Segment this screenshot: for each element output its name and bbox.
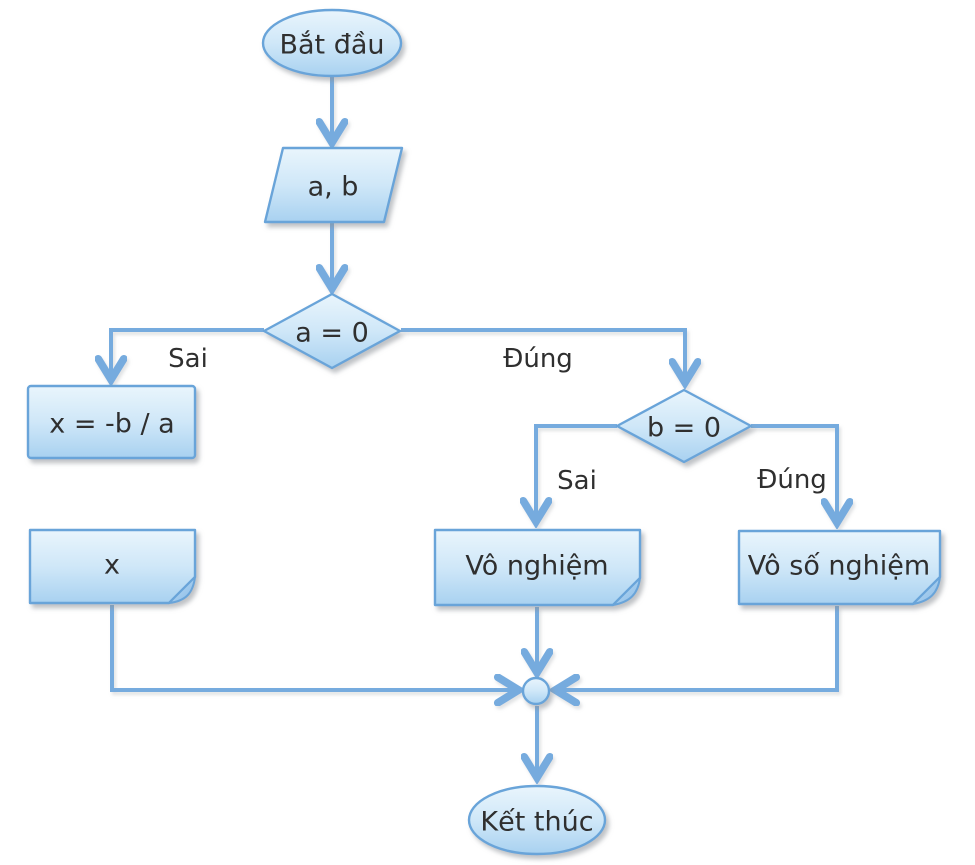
output-x-fold-corner [168,576,196,604]
edge-label-a-true: Đúng [503,344,573,374]
output-inf-fold-corner [912,576,941,605]
edge-decision-a-true [401,328,685,381]
start-node [261,8,403,78]
process-x-node [26,384,197,460]
output-x-label: x [104,550,120,581]
merge-connector-node [521,676,551,706]
start-label: Bắt đầu [279,30,384,61]
end-node [467,784,607,856]
decision-b-node [615,388,753,464]
edge-label-a-false: Sai [168,344,208,374]
edge-decision-b-false [536,424,617,520]
output-none-fold-corner [612,577,641,606]
decision-b-label: b = 0 [647,413,721,444]
input-node [263,146,404,224]
edges-layer [111,77,837,776]
decision-a-node [262,292,402,370]
edge-label-b-true: Đúng [757,465,827,495]
node-labels-layer: Bắt đầu a, b a = 0 x = -b / a x b = 0 Vô… [49,30,930,838]
nodes-layer [26,8,942,856]
edge-decision-b-true [751,424,837,521]
output-inf-label: Vô số nghiệm [748,551,930,582]
edge-output-x-to-merge [110,605,517,690]
input-label: a, b [308,172,359,203]
edge-decision-a-false [111,328,264,378]
edge-output-inf-to-merge [557,606,839,690]
edge-label-b-false: Sai [557,466,597,496]
decision-a-label: a = 0 [295,318,369,349]
output-none-label: Vô nghiệm [465,551,608,582]
end-label: Kết thúc [480,807,593,838]
edge-labels-layer: Sai Đúng Sai Đúng [168,344,827,496]
process-x-label: x = -b / a [49,409,174,440]
